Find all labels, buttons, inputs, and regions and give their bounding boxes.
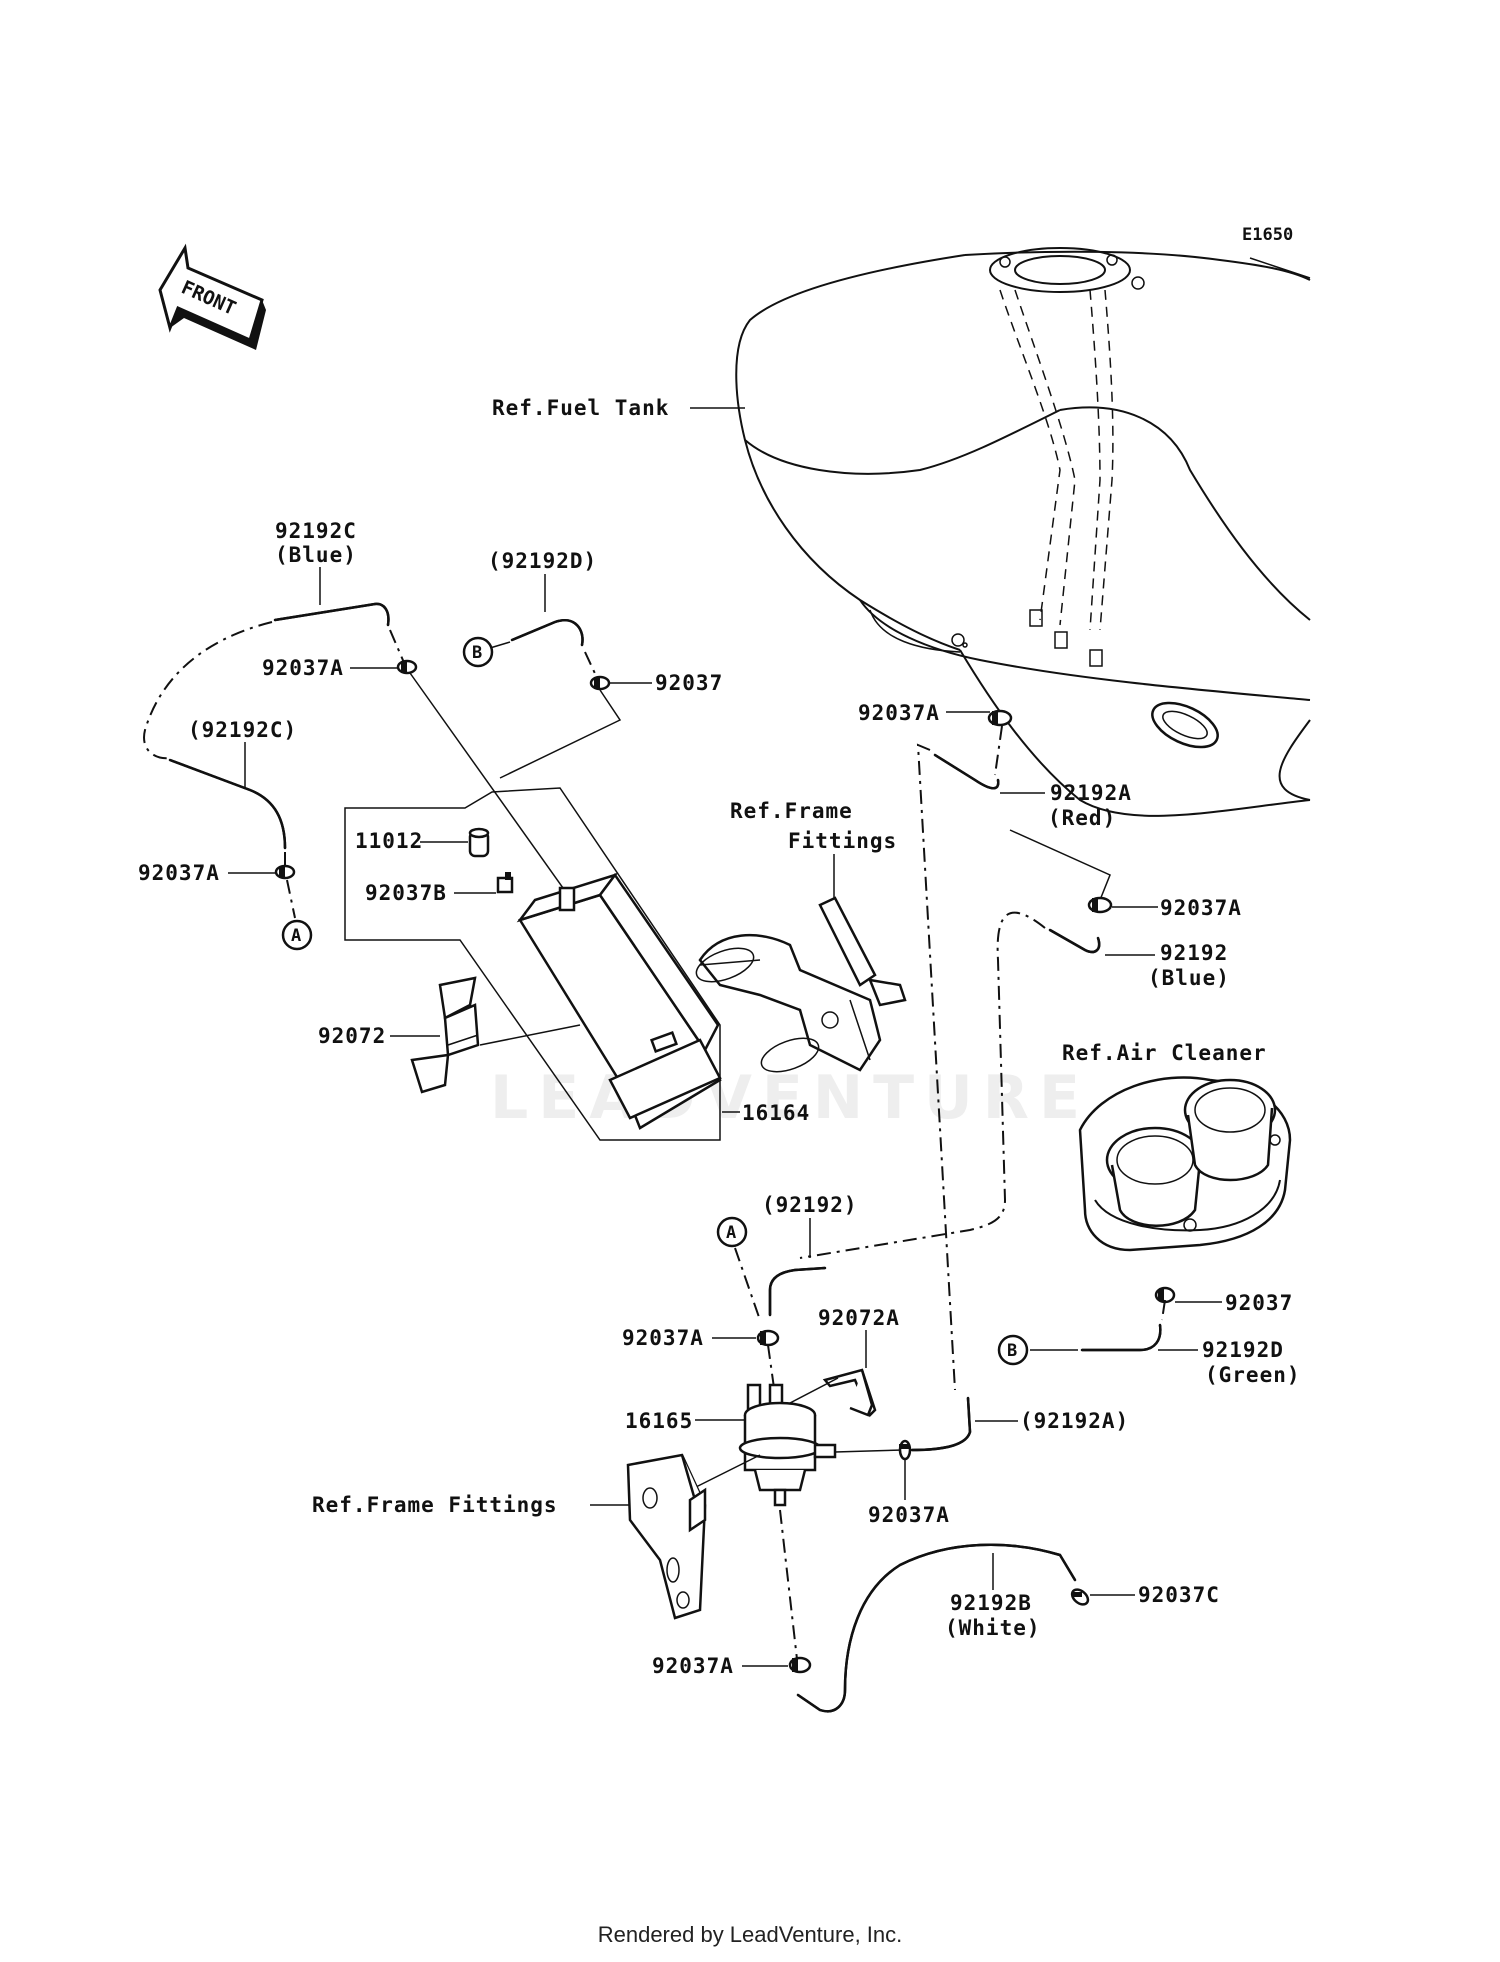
label-92192B: 92192B <box>950 1591 1032 1615</box>
label-11012: 11012 <box>355 829 423 853</box>
label-92192C: 92192C <box>275 519 357 543</box>
cap-11012 <box>468 827 490 858</box>
clamp-92037A-7 <box>788 1656 812 1674</box>
label-92192D: 92192D <box>1202 1338 1284 1362</box>
label-16165: 16165 <box>625 1409 693 1433</box>
label-92037A-6: 92037A <box>868 1503 950 1527</box>
label-92192A: 92192A <box>1050 781 1132 805</box>
label-92192: 92192 <box>1160 941 1228 965</box>
label-92037A-4: 92037A <box>1160 896 1242 920</box>
clamp-92037-2 <box>1154 1286 1176 1304</box>
strap-92072A <box>822 1368 877 1418</box>
label-92037A-5: 92037A <box>622 1326 704 1350</box>
clamp-92037A-2 <box>274 864 296 880</box>
label-92192D-paren: (92192D) <box>488 549 597 573</box>
hose-92192C <box>273 602 390 627</box>
clamp-92037C <box>1070 1588 1090 1606</box>
label-92192B-color: (White) <box>945 1616 1041 1640</box>
frame-fitting-bracket-1 <box>695 896 907 1073</box>
label-92192A-color: (Red) <box>1048 806 1116 830</box>
label-92037A-1: 92037A <box>262 656 344 680</box>
label-92192C-paren: (92192C) <box>188 718 297 742</box>
air-cleaner <box>1078 1076 1292 1252</box>
label-ref-frame-fittings-1-line2: Fittings <box>788 829 897 853</box>
marker-B-2: B <box>997 1334 1029 1366</box>
label-92037-1: 92037 <box>655 671 723 695</box>
label-92192-paren: (92192) <box>762 1193 858 1217</box>
label-ref-fuel-tank: Ref.Fuel Tank <box>492 396 669 420</box>
front-arrow-icon: FRONT <box>158 243 266 350</box>
label-16164: 16164 <box>742 1101 810 1125</box>
svg-text:A: A <box>726 1223 736 1243</box>
label-92192A-paren: (92192A) <box>1020 1409 1129 1433</box>
clamp-92037A-6 <box>898 1439 912 1461</box>
svg-text:B: B <box>1007 1341 1017 1361</box>
label-ref-frame-fittings-1-line1: Ref.Frame <box>730 799 853 823</box>
watermark: LEADVENTURE <box>490 1063 1090 1133</box>
label-92037C: 92037C <box>1138 1583 1220 1607</box>
marker-A-1: A <box>281 919 313 951</box>
fuel-filter-16165 <box>738 1383 837 1507</box>
svg-text:B: B <box>472 643 482 663</box>
svg-text:A: A <box>291 926 301 946</box>
label-92072: 92072 <box>318 1024 386 1048</box>
clamp-92037A-5 <box>756 1329 780 1347</box>
diagram-code: E1650 <box>1242 225 1293 245</box>
label-92037A-3: 92037A <box>858 701 940 725</box>
clamp-92037A-3 <box>987 709 1013 727</box>
hose-92192D <box>1080 1323 1162 1352</box>
label-92192D-color: (Green) <box>1205 1363 1301 1387</box>
marker-A-2: A <box>716 1216 748 1248</box>
frame-fitting-bracket-2 <box>626 1453 707 1620</box>
fuel-tank <box>735 247 1311 817</box>
clamp-92037-1 <box>589 675 611 691</box>
strap-92072 <box>410 976 480 1094</box>
label-92037A-7: 92037A <box>652 1654 734 1678</box>
label-92037A-2: 92037A <box>138 861 220 885</box>
canister-16164 <box>516 872 722 1130</box>
label-ref-frame-fittings-2: Ref.Frame Fittings <box>312 1493 558 1517</box>
label-92192C-color: (Blue) <box>275 543 357 567</box>
clamp-92037A-4 <box>1087 896 1113 914</box>
clamp-92037A-1 <box>396 659 418 675</box>
label-ref-air-cleaner: Ref.Air Cleaner <box>1062 1041 1267 1065</box>
label-92037-2: 92037 <box>1225 1291 1293 1315</box>
label-92037B: 92037B <box>365 881 447 905</box>
marker-B-1: B <box>462 636 494 668</box>
footer-credit: Rendered by LeadVenture, Inc. <box>597 1922 903 1947</box>
label-92192-color: (Blue) <box>1148 966 1230 990</box>
label-92072A: 92072A <box>818 1306 900 1330</box>
clamp-92037B <box>496 872 514 894</box>
